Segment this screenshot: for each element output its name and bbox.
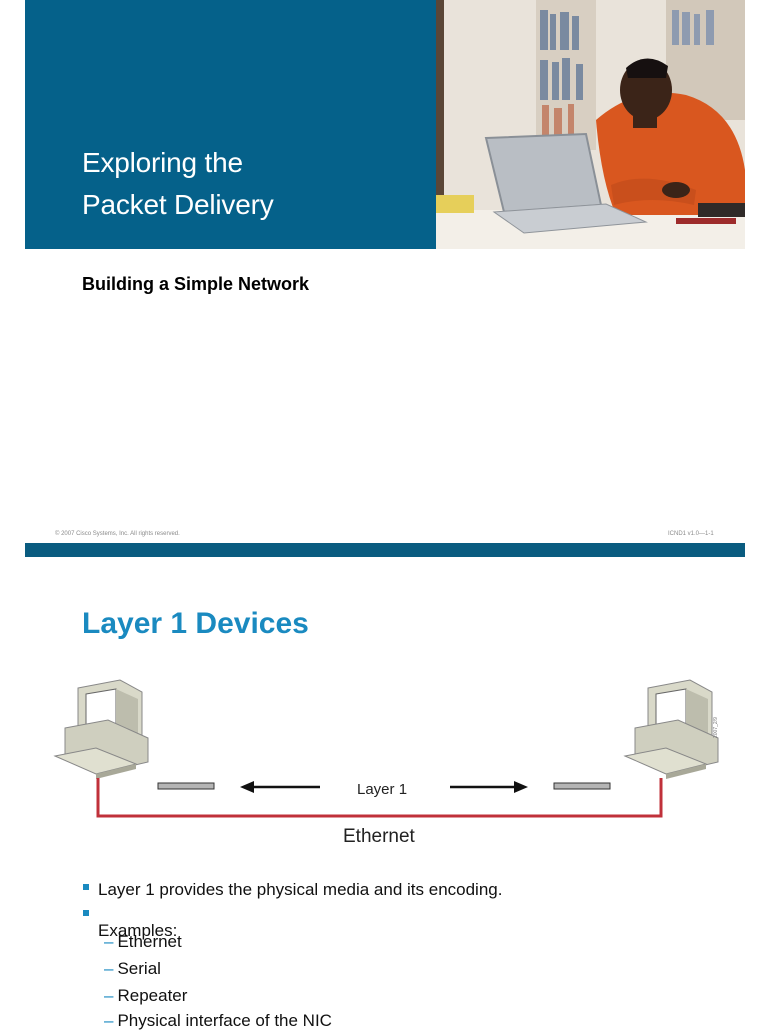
sub-item-text: Serial [117, 959, 161, 978]
slide-divider-bar [25, 543, 745, 557]
sub-item: –Physical interface of the NIC [104, 1011, 332, 1030]
copyright-footer: © 2007 Cisco Systems, Inc. All rights re… [55, 531, 180, 537]
bullet-text: Layer 1 provides the physical media and … [98, 880, 503, 899]
slide2-title: Layer 1 Devices [82, 607, 309, 640]
network-diagram [53, 679, 719, 818]
bullet-text: Examples: [98, 921, 178, 940]
left-arrow-icon [240, 781, 320, 793]
sub-item-text: Repeater [117, 986, 188, 1005]
figure-code: 2007_2/9 [713, 717, 719, 738]
title-line-2: Packet Delivery [82, 189, 274, 220]
title-panel [25, 0, 436, 249]
bullet-marker [83, 884, 89, 890]
sub-item-text: Ethernet [117, 932, 182, 951]
slide-number-footer: ICND1 v1.0—1-1 [668, 531, 714, 537]
right-computer-icon [623, 679, 719, 779]
bullet-marker [83, 910, 89, 916]
right-arrow-icon [450, 781, 528, 793]
sub-item-text: Physical interface of the NIC [117, 1011, 332, 1030]
title-line-1: Exploring the [82, 147, 243, 178]
ethernet-cable [96, 778, 663, 818]
title-line-3: Process [82, 247, 182, 278]
signal-bar-left [157, 782, 215, 790]
slide-title: Exploring the Packet Delivery Process [82, 122, 412, 303]
student-laptop-photo [436, 0, 745, 249]
left-computer-icon [53, 679, 149, 779]
sub-item: –Serial [104, 959, 161, 978]
layer-label: Layer 1 [357, 781, 408, 798]
signal-bar-right [553, 782, 611, 790]
sub-item: –Ethernet [104, 932, 182, 951]
slide-subtitle: Building a Simple Network [82, 274, 310, 294]
sub-item: –Repeater [104, 986, 188, 1005]
cable-label: Ethernet [343, 826, 415, 847]
